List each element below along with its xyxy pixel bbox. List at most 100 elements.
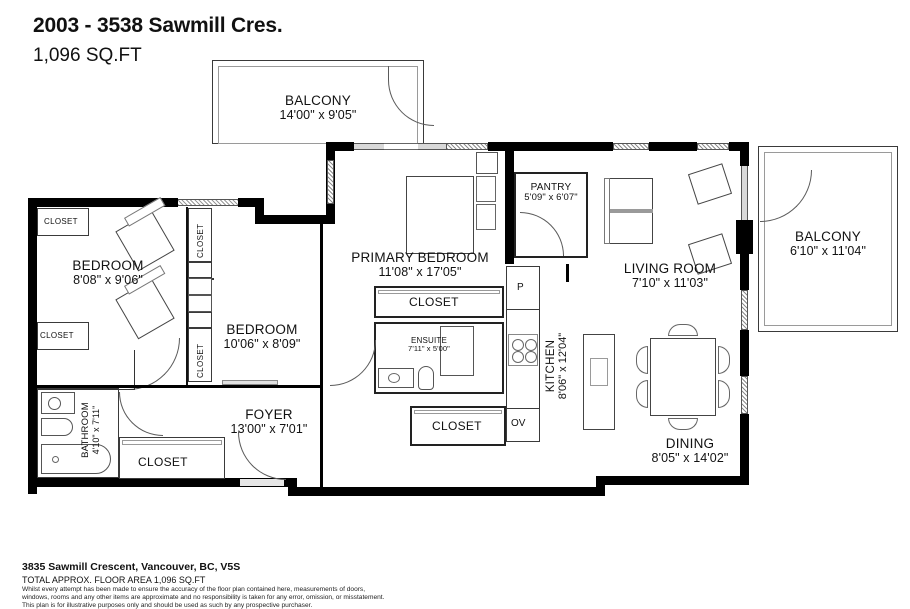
dining-name: DINING (665, 436, 715, 451)
dining-chair-left-1 (636, 346, 648, 374)
dining-table (650, 338, 716, 416)
wall-primary-left-top (326, 142, 354, 151)
appliance-label-pantry: P (517, 282, 524, 293)
ensuite-outline (374, 322, 504, 394)
window-right-balcony-door (741, 166, 748, 220)
kitchen-dim: 8'06" x 12'04" (557, 332, 569, 400)
closet-bed-left-top-box (37, 208, 89, 236)
bedroom-mid-window-pane-1 (188, 278, 212, 295)
closet-primary-box (374, 286, 504, 318)
hall-panel-a (188, 262, 212, 278)
wall-right-upper (740, 142, 749, 166)
ensuite-sink-bowl (388, 373, 400, 383)
closet-label-hall-bottom: CLOSET (196, 343, 205, 378)
wall-bottom-right (596, 476, 749, 485)
wall-bottom-mid (288, 487, 605, 496)
ensuite-door-swing (330, 340, 376, 386)
room-label-bathroom: BATHROOM 4'10" x 7'11" (80, 388, 101, 472)
wall-primary-top-right (488, 142, 514, 151)
primary-bed-pillow-2 (476, 204, 496, 230)
room-label-pantry: PANTRY 5'09" x 6'07" (514, 182, 588, 204)
page-title: 2003 - 3538 Sawmill Cres. (33, 14, 283, 37)
hall-panel-b (188, 312, 212, 328)
window-right-mid (741, 290, 748, 330)
window-living-top (613, 143, 649, 150)
wall-living-top-corner (729, 142, 749, 151)
window-primary-top-a (354, 143, 384, 150)
wall-bedroom-mid-bottom-b (212, 385, 322, 388)
bathroom-tub-drain (52, 456, 59, 463)
balcony-top-name: BALCONY (285, 93, 351, 108)
room-label-foyer: FOYER 13'00" x 7'01" (204, 407, 334, 437)
bedroom-mid-window-pane-2 (188, 295, 212, 312)
cooktop-burner-3 (512, 351, 524, 363)
page-area-subtitle: 1,096 SQ.FT (33, 45, 142, 66)
wall-living-top-b (649, 142, 697, 151)
wall-exterior-left (28, 198, 37, 494)
closet-label-hall-top: CLOSET (196, 223, 205, 258)
wall-right-lower (740, 330, 749, 376)
primary-bed (406, 176, 474, 254)
wall-bottom-step-vert (596, 476, 605, 496)
window-bedroom-left (178, 199, 238, 206)
wall-exterior-top-left-a (28, 198, 178, 207)
room-label-primary-bedroom: PRIMARY BEDROOM 11'08" x 17'05" (330, 250, 510, 280)
wall-right-blockA (736, 220, 753, 254)
entry-door-threshold (240, 479, 284, 486)
footer-disclaimer-line-1: Whilst every attempt has been made to en… (22, 586, 366, 593)
cooktop-burner-1 (512, 339, 524, 351)
bedroom-left-lower-nook (37, 350, 135, 390)
closet-label-bed-left-top: CLOSET (44, 217, 78, 226)
pantry-outline (514, 172, 588, 258)
living-sofa-arm (604, 178, 610, 244)
wall-hall-left-vert (255, 198, 264, 224)
closet-bed-left-bottom-box (37, 322, 89, 350)
foyer-dim: 13'00" x 7'01" (230, 422, 308, 437)
bedroom-mid-name: BEDROOM (226, 322, 298, 337)
kitchen-oven-cell (506, 408, 540, 442)
wall-foyer-right-vert-b (320, 388, 323, 488)
bathroom-toilet (41, 418, 73, 436)
closet-foyer-box (119, 437, 225, 479)
primary-bedroom-dim: 11'08" x 17'05" (378, 265, 462, 280)
window-primary-top-gap (384, 143, 418, 150)
wall-foyer-right-vert (320, 224, 323, 388)
bathroom-dim: 4'10" x 7'11" (91, 405, 101, 455)
wall-bedroom-mid-bottom (28, 385, 213, 388)
wall-exterior-top-left-b (238, 198, 264, 207)
living-name: LIVING ROOM (623, 261, 717, 276)
bathroom-door-swing (119, 392, 163, 436)
dining-chair-left-2 (636, 380, 648, 408)
footer-total-area: TOTAL APPROX. FLOOR AREA 1,096 SQ.FT (22, 575, 206, 585)
bedroom-left-name: BEDROOM (72, 258, 144, 273)
window-primary-left (327, 160, 334, 204)
wall-living-top-a (505, 142, 613, 151)
foyer-name: FOYER (245, 407, 293, 422)
living-sofa-divider (607, 209, 653, 213)
kitchen-name: KITCHEN (545, 339, 557, 393)
footer-address: 3835 Sawmill Crescent, Vancouver, BC, V5… (22, 561, 241, 573)
wall-mid-top-run (255, 215, 335, 224)
closet-label-kitchen-side: CLOSET (432, 419, 482, 433)
pantry-dim: 5'09" x 6'07" (524, 192, 578, 204)
bedroom-mid-door-slide (222, 380, 278, 385)
bedroom-left-dim: 8'08" x 9'06" (73, 273, 143, 288)
kitchen-cooktop-cell (508, 334, 538, 366)
wall-kitchen-right (566, 264, 569, 282)
closet-hall-top-box (188, 208, 212, 262)
bathroom-name: BATHROOM (80, 402, 91, 458)
wall-right-mid (740, 254, 749, 290)
bedroom-left-door-swing (128, 338, 180, 390)
bedroom-mid-dim: 10'06" x 8'09" (223, 337, 301, 352)
dining-chair-right-2 (718, 380, 730, 408)
dining-chair-bottom (668, 418, 698, 430)
bathroom-outline (37, 388, 119, 478)
closet-label-bed-left-bottom: CLOSET (40, 331, 74, 340)
wall-right-bottom (740, 414, 749, 484)
closet-hall-bottom-box (188, 328, 212, 382)
primary-nightstand (476, 152, 498, 174)
wall-primary-right-vert (505, 142, 514, 264)
closet-primary-shelf (378, 290, 500, 294)
